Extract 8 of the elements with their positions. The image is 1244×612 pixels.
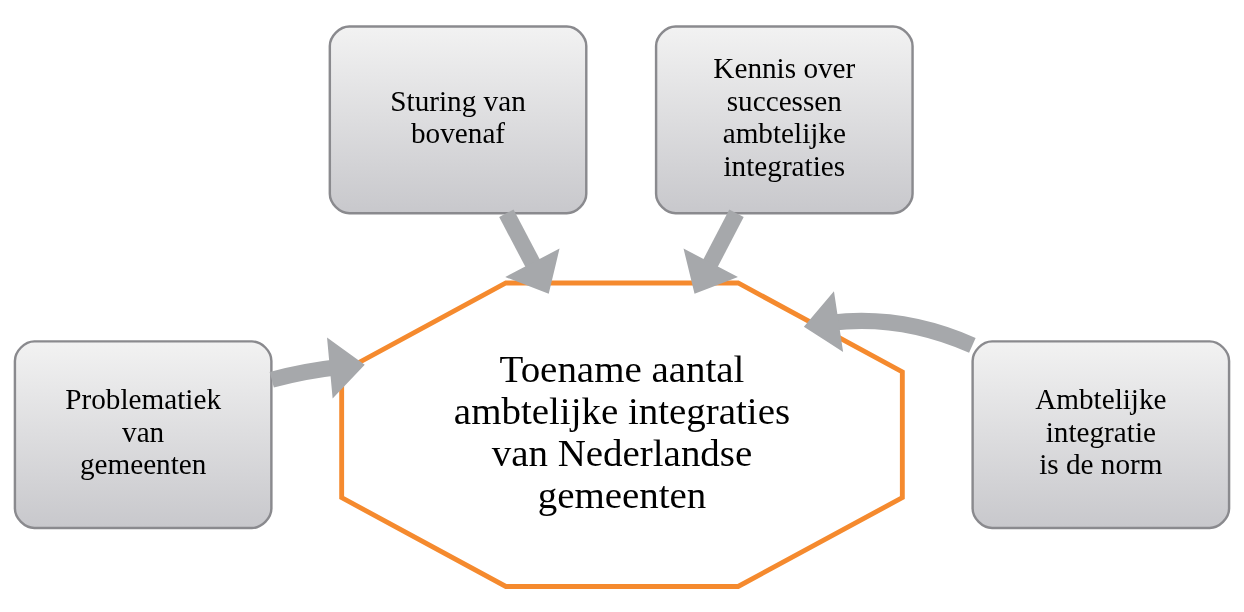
arrow [683,209,744,294]
node-box: Kennis over successen ambtelijke integraties [654,24,914,214]
node-box: Problematiek van gemeenten [13,339,273,529]
node-box: Sturing van bovenaf [328,24,588,214]
arrow [803,290,976,353]
arrow [269,336,365,398]
node-box: Ambtelijke integratie is de norm [971,339,1231,529]
arrow [499,209,560,294]
